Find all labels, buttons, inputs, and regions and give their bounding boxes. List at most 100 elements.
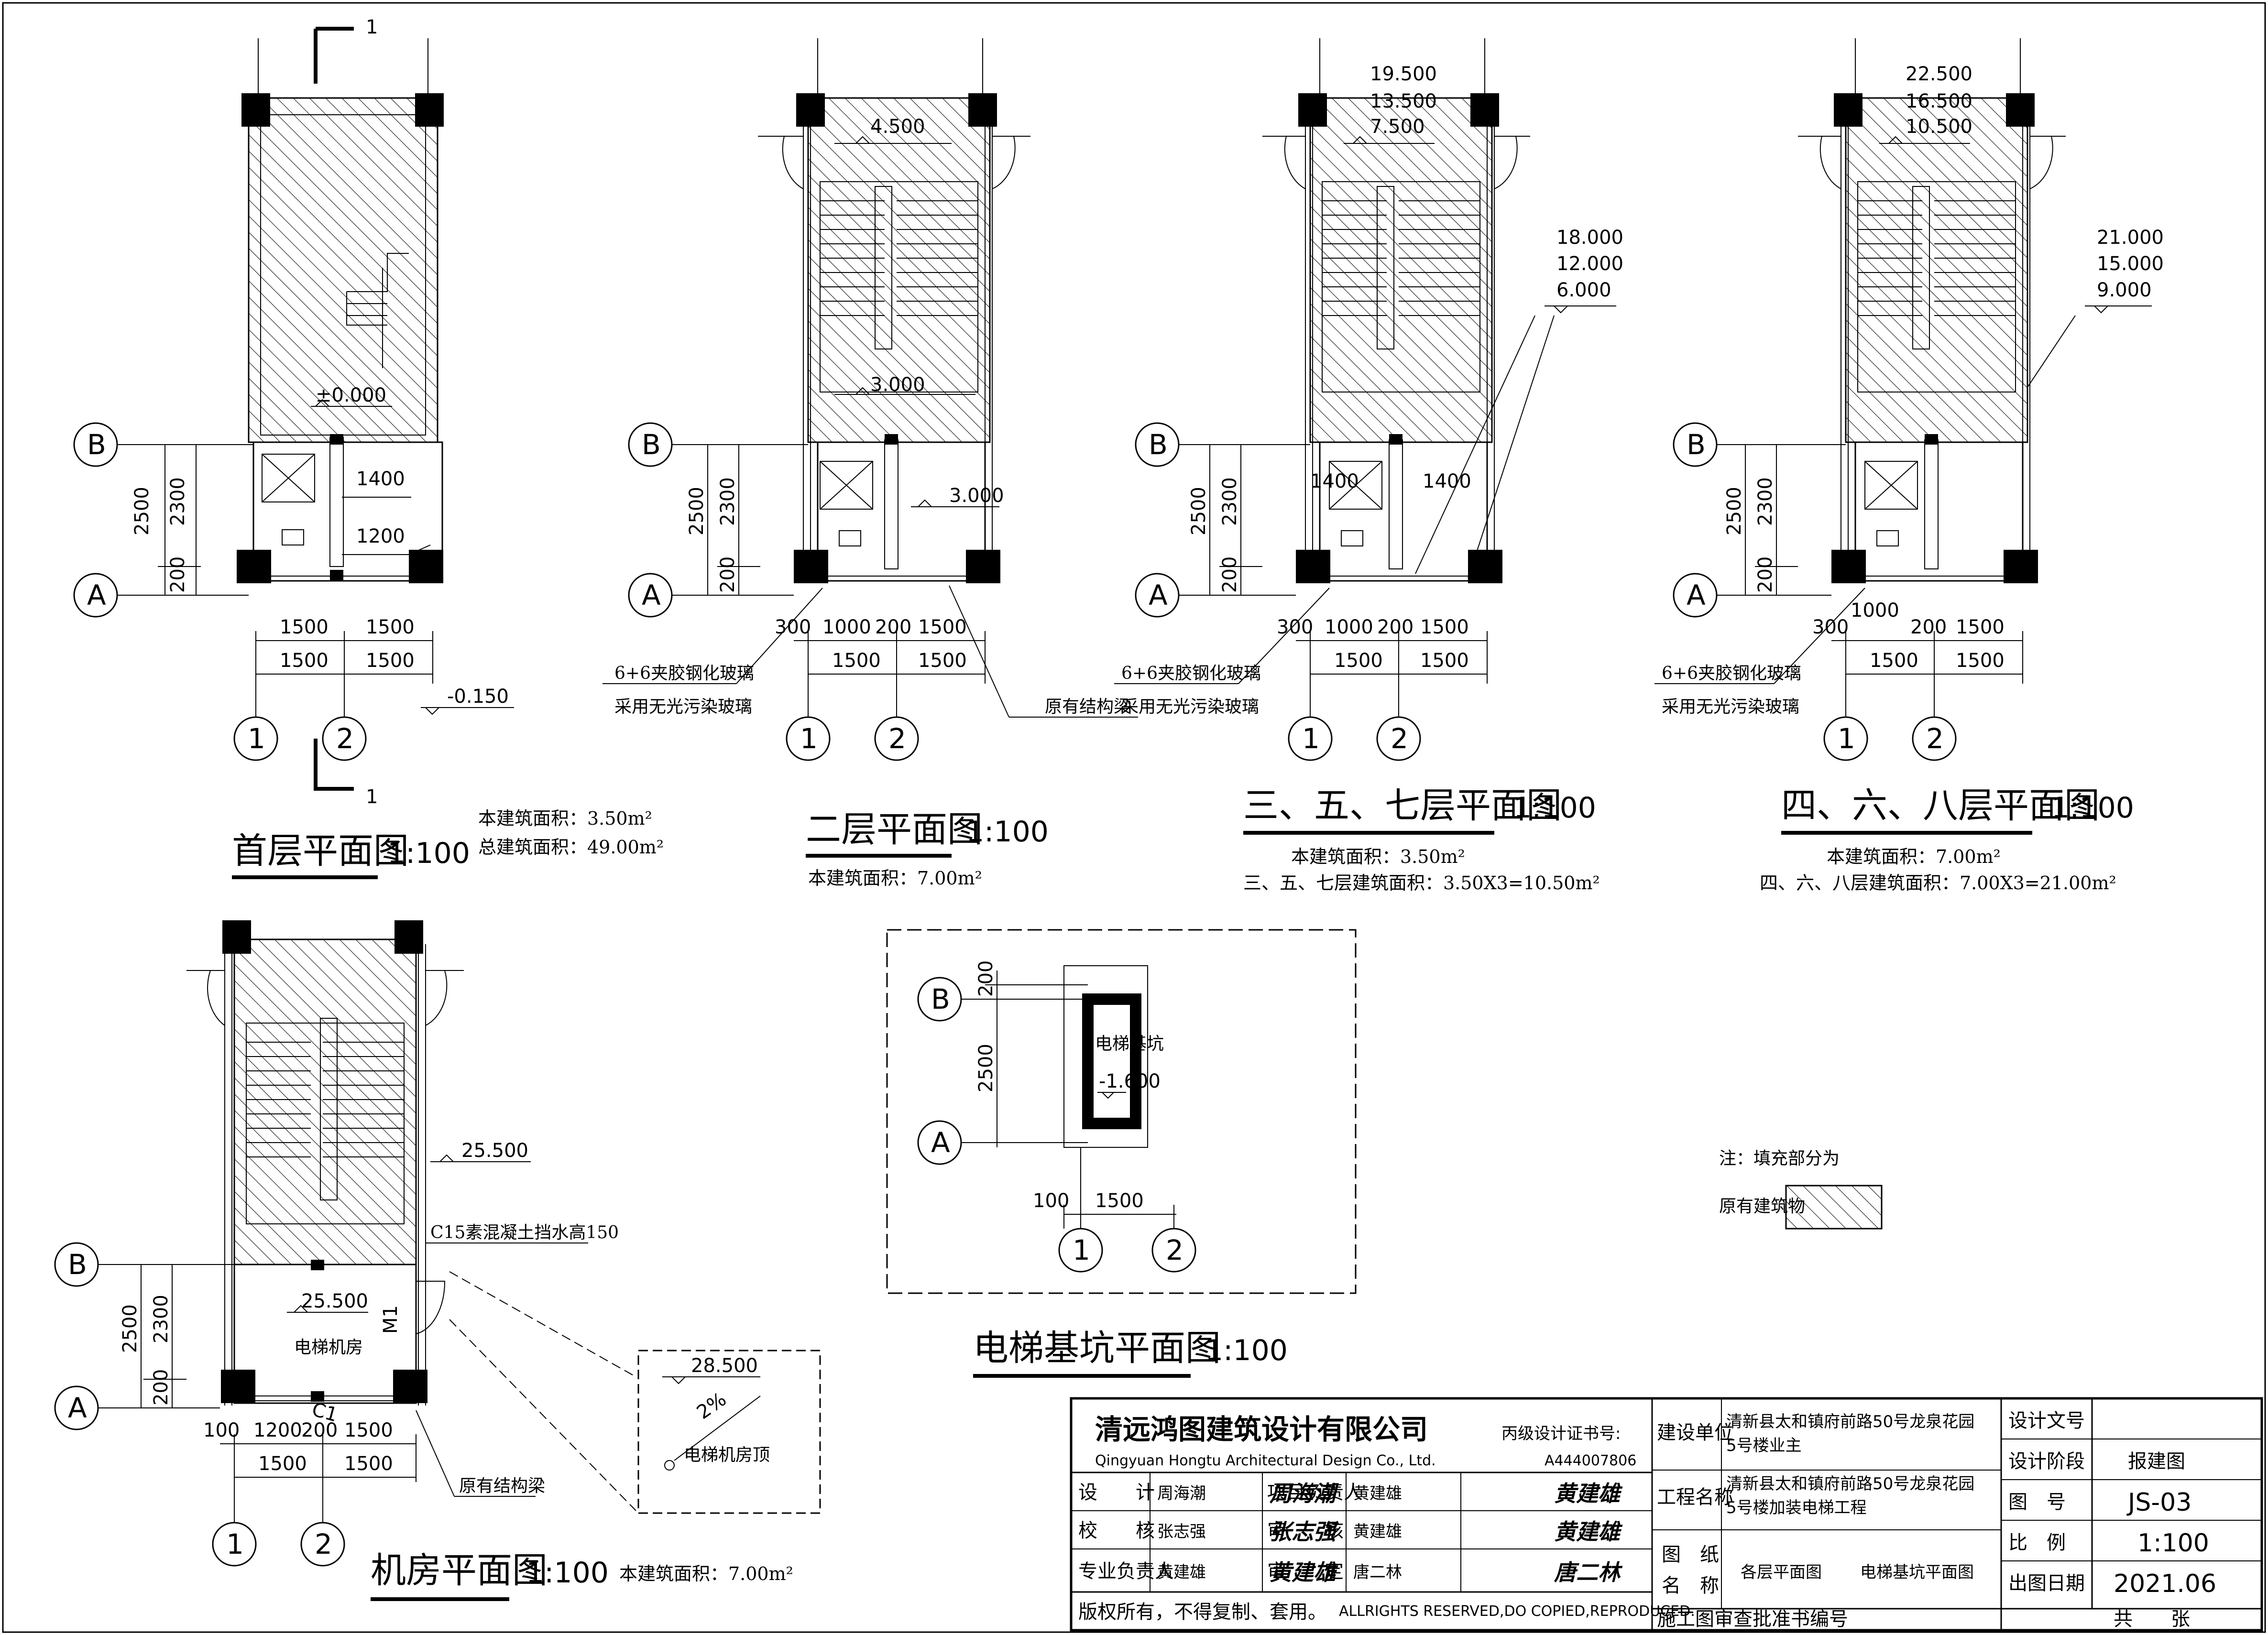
grid-label: 2 [1166, 1234, 1183, 1266]
grid-label: A [931, 1126, 950, 1159]
section-mark [314, 739, 354, 791]
signature: 黄建雄 [1554, 1519, 1623, 1545]
pit-outline [1063, 965, 1148, 1148]
title-block [1070, 1397, 2263, 1632]
legend-hatch-swatch [1785, 1185, 1883, 1230]
dim-text: 1500 [918, 650, 967, 672]
signature: 黄建雄 [1270, 1559, 1338, 1585]
grid-label: 1 [1302, 722, 1320, 755]
section-label: 1 [366, 16, 378, 38]
date-label: 出图日期 [2008, 1572, 2085, 1594]
plan-title: 二层平面图 [806, 809, 983, 850]
dim-text: 2300 [167, 477, 189, 526]
dim-text: 1500 [832, 650, 881, 672]
level-label: 21.000 [2097, 227, 2164, 249]
room-name: 电梯机房 [294, 1338, 363, 1357]
grid-label: B [1149, 428, 1168, 461]
level-label: 3.000 [870, 374, 925, 396]
elevator-car [262, 454, 315, 502]
column [237, 550, 271, 583]
dim-text: 1500 [280, 650, 329, 672]
dim-text: 1000 [1851, 600, 1899, 621]
dim-text: 1200 [253, 1419, 302, 1441]
grid-label: A [642, 579, 661, 611]
dim-text: 2300 [1754, 477, 1776, 526]
level-label: 16.500 [1906, 90, 1972, 112]
level-label: 25.500 [461, 1140, 528, 1162]
note-text: C15素混凝土挡水高150 [430, 1223, 619, 1243]
level-label: 6.000 [1556, 279, 1611, 301]
note-text: 采用无光污染玻璃 [1662, 697, 1799, 717]
dim-text: 200 [1754, 556, 1776, 593]
plan-3-5-7-floor [1262, 38, 1530, 583]
dim-text: 1500 [1420, 650, 1469, 672]
plan-scale: 1:100 [526, 1556, 609, 1590]
dim-text: 100 [203, 1419, 240, 1441]
room-name: 电梯基坑 [1095, 1034, 1164, 1054]
person-name: 黄建雄 [1157, 1563, 1206, 1582]
grid-label: A [87, 579, 106, 611]
legend-note: 注：填充部分为 [1719, 1149, 1840, 1168]
date-value: 2021.06 [2114, 1570, 2216, 1598]
signature: 唐二林 [1554, 1559, 1623, 1585]
level-label: 7.500 [1370, 116, 1425, 138]
note-text: 6+6夹胶钢化玻璃 [1662, 664, 1801, 683]
company-name-en: Qingyuan Hongtu Architectural Design Co.… [1095, 1452, 1436, 1469]
dim-text: 1500 [1956, 650, 2005, 672]
note-text: 电梯机房顶 [684, 1445, 770, 1465]
person-name: 张志强 [1157, 1522, 1206, 1541]
area-text: 总建筑面积：49.00m² [478, 837, 664, 858]
column [415, 93, 444, 127]
dim-text: 100 [1033, 1190, 1069, 1212]
project-value: 5号楼加装电梯工程 [1726, 1498, 1867, 1517]
level-label: 13.500 [1370, 90, 1437, 112]
level-label: 3.000 [949, 485, 1004, 507]
dim-text: 2500 [1188, 487, 1210, 535]
project-label: 工程名称 [1657, 1486, 1733, 1508]
section-mark [314, 27, 354, 84]
grid-bubble-B [73, 422, 118, 467]
drawing-label: 名 称 [1662, 1575, 1719, 1597]
plan-scale: 1:100 [387, 837, 470, 870]
person-name: 黄建雄 [1353, 1522, 1402, 1541]
role-label: 校 核 [1078, 1520, 1155, 1542]
dim-text: 1500 [366, 616, 415, 638]
note-text: 采用无光污染玻璃 [614, 697, 752, 717]
review-label: 施工图审查批准书编号 [1657, 1608, 1848, 1630]
existing-building-hatch [248, 97, 438, 443]
company-name: 清远鸿图建筑设计有限公司 [1095, 1413, 1428, 1446]
stage-label: 设计阶段 [2008, 1450, 2085, 1472]
area-text: 本建筑面积：3.50m² [1291, 846, 1465, 867]
level-label: 9.000 [2097, 279, 2152, 301]
client-label: 建设单位 [1657, 1422, 1733, 1444]
dim-text: 2500 [686, 487, 708, 535]
dim-text: 2500 [975, 1044, 997, 1092]
plan-4-6-8-floor [1798, 38, 2066, 583]
level-label: 28.500 [691, 1355, 758, 1377]
grid-label: A [68, 1392, 87, 1424]
person-name: 唐二林 [1353, 1563, 1402, 1582]
grid-label: 2 [336, 722, 354, 755]
level-label: 10.500 [1906, 116, 1972, 138]
dim-text: 1500 [1095, 1190, 1144, 1212]
plan-scale: 1:100 [966, 815, 1049, 849]
copyright-en: ALLRIGHTS RESERVED,DO COPIED,REPRODUCED. [1339, 1603, 1695, 1620]
dim-text: 1500 [344, 1453, 393, 1475]
area-text: 四、六、八层建筑面积：7.00X3=21.00m² [1760, 872, 2116, 894]
signature: 周海潮 [1269, 1481, 1339, 1506]
cert-label: 丙级设计证书号: [1501, 1424, 1621, 1443]
grid-label: 2 [1926, 722, 1944, 755]
dim-text: 2500 [1723, 487, 1745, 535]
dim-text: 200 [1377, 616, 1413, 638]
copyright: 版权所有，不得复制、套用。 [1078, 1601, 1327, 1623]
dim-text: 200 [1910, 616, 1947, 638]
grid-label: B [642, 428, 661, 461]
grid-label: 1 [248, 722, 265, 755]
drawing-name: 电梯基坑平面图 [1860, 1563, 1974, 1582]
role-label: 项目负责人 [1267, 1482, 1363, 1504]
grid-bubble-2 [322, 716, 367, 761]
roof-detail-box [637, 1350, 821, 1514]
dim-text: 200 [975, 960, 997, 997]
column [409, 550, 443, 583]
dim-text: 2500 [131, 487, 153, 535]
